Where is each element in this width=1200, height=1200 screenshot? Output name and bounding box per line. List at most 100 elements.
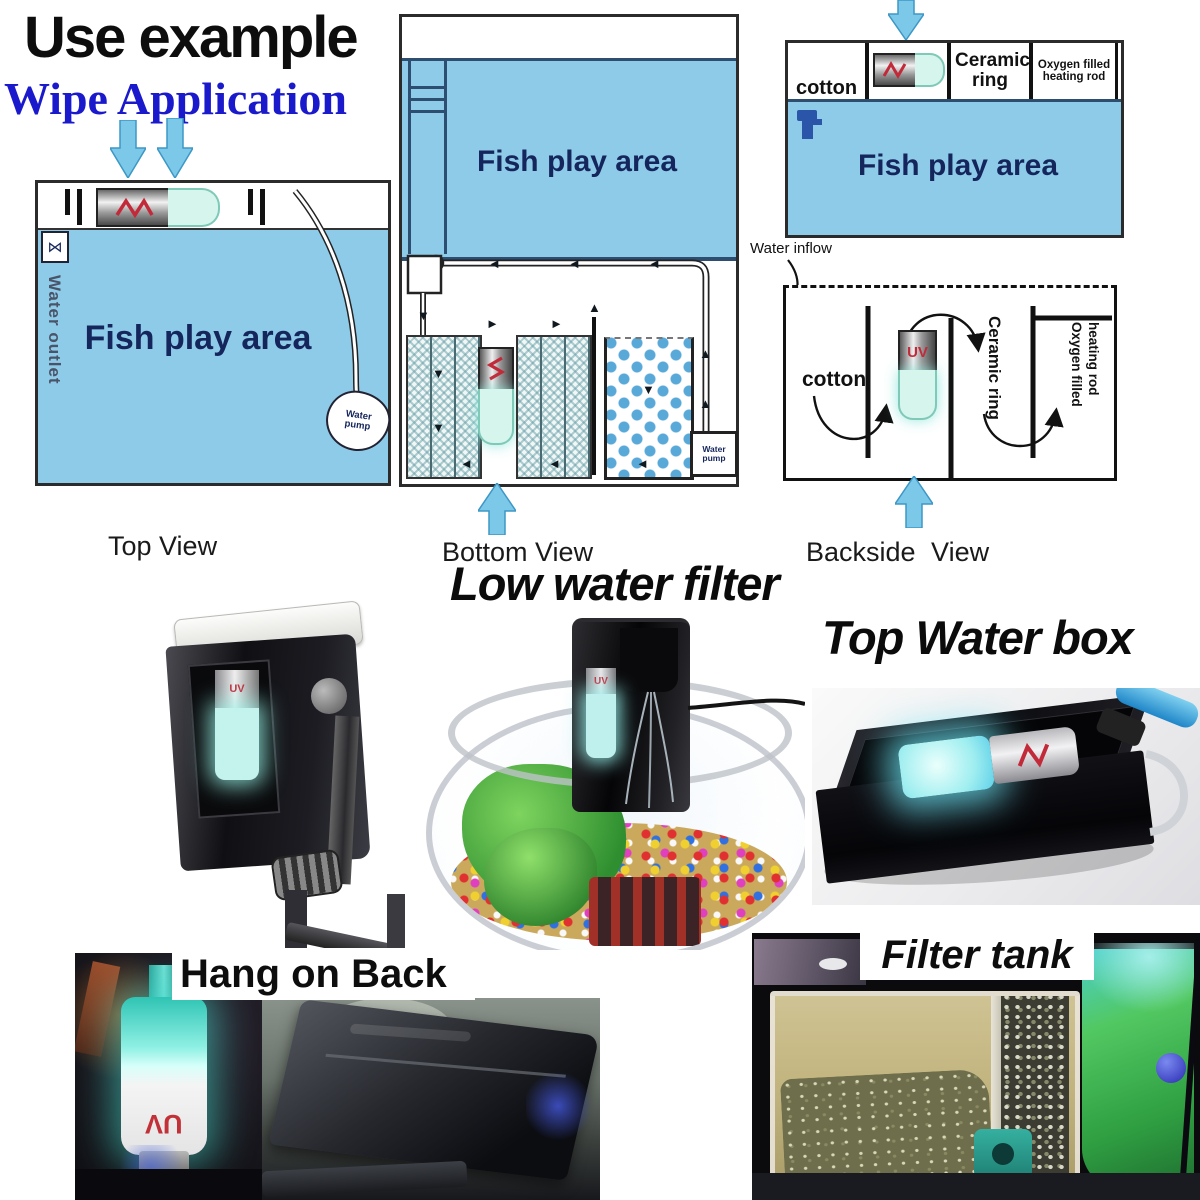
fish-bowl-photo: UV [420,612,805,950]
background-decor [754,939,866,985]
hang-on-back-title: Hang on Back [180,951,447,996]
page-title: Use example [24,5,359,70]
water-box-diagram: cotton Ceramic ring Oxygen filled heatin… [785,40,1124,238]
blue-ball [1156,1053,1186,1083]
bio-media-bag [1001,996,1069,1199]
backside-view-diagram: UV cotton Ceramic ring Oxygen filled hea… [783,285,1117,481]
water-pump-label: Water pump [702,443,726,463]
uv-lamp-icon [897,721,1093,804]
filter-cotton-block [406,335,482,479]
flow-arrow-icon: ◄ [460,456,473,471]
pipe [262,1160,468,1198]
down-arrow-icon [886,0,926,45]
top-view-caption: Top View [108,531,218,561]
intake-strainer [270,848,344,902]
water-pump-label: Water pump [343,407,373,433]
heating-rod-cell: Oxygen filled heating rod [1033,43,1118,99]
baffle [592,317,596,475]
mount-tick [65,189,70,215]
uv-lamp-icon: UV [586,668,616,694]
bowl-decor [589,877,702,947]
pump-icon [797,110,822,139]
uv-lamp-icon: UV [215,670,259,708]
mount-tick [77,189,82,225]
cyan-glow [1082,943,1194,1013]
uv-lamp-cell [869,43,951,99]
up-arrow-icon [893,474,935,533]
valve-glyph: ⋈ [47,239,63,256]
water-outlet-label: Water outlet [45,275,64,385]
flow-arrow-icon: ► [486,316,499,331]
flow-arrow-icon: ► [550,316,563,331]
ceramic-ring-cell: Ceramic ring [951,43,1033,99]
mount-tick [260,189,265,225]
flow-arrow-icon: ◄ [636,456,649,471]
hang-on-back-band: Hang on Back [172,948,475,1000]
flow-arrow-icon: ▼ [432,366,445,381]
low-water-filter-title: Low water filter [450,557,780,610]
filter-cotton-block [516,335,592,479]
cable-loop [1145,750,1188,836]
ceramic-ring-label: Ceramic ring [985,316,1004,420]
flow-arrow-icon: ▲ [699,346,712,361]
flow-arrow-icon: ◄ [488,256,501,271]
uv-label: UV [907,343,928,361]
flow-arrow-icon: ▲ [699,396,712,411]
water-pump-box: Water pump [690,431,738,477]
teal-fitting [974,1129,1032,1179]
aquarium-hood-photo [262,998,600,1200]
uv-glow [215,708,259,780]
flow-arrow-icon: ▼ [432,420,445,435]
heating-rod-label: Oxygen filled heating rod [1037,58,1111,83]
uv-glow [897,734,996,800]
lamp-metal [988,726,1081,785]
cotton-label: cotton [795,77,858,99]
bottom-view-caption: Bottom View [442,537,594,567]
ceramic-ring-block [604,337,694,480]
water-area [788,99,1121,235]
spout-notch [620,628,678,692]
flow-arrow-icon: ◄ [568,256,581,271]
flow-arrow-icon: ◄ [648,256,661,271]
bottom-view-diagram: Fish play area Water pump ◄ ◄ ◄ ▼ ▼ [399,14,739,487]
water-area [38,228,388,483]
water-area [402,58,736,261]
valve-icon: ⋈ [41,231,69,263]
pipework [406,254,710,431]
tube-knob [311,678,347,714]
top-water-box-photo [812,688,1200,905]
top-view-diagram: Water pump ⋈ Water outlet Fish play area [35,180,394,486]
page-subtitle: Wipe Application [4,73,347,124]
fish-play-area-label: Fish play area [84,319,312,357]
cotton-label: cotton [802,368,867,391]
hang-on-filter-photo: UV [135,598,405,955]
uv-glow [586,694,616,758]
intake-tube [387,894,405,952]
up-arrow-icon [476,481,518,540]
flow-arrow-icon: ▼ [642,382,655,397]
down-arrow-icon [108,119,148,183]
intake-column [408,58,447,254]
filter-tank-title: Filter tank [881,932,1073,977]
filter-tank-band: Filter tank [860,930,1094,980]
clear-filter-box [770,991,1080,1200]
ceramic-ring-label: Ceramic ring [955,50,1030,91]
floor [752,1173,1200,1200]
shelf [75,1169,262,1200]
top-water-box-title: Top Water box [822,611,1134,664]
flow-arrow-icon: ▼ [417,308,430,323]
aquarium-plant [484,828,597,927]
blue-light-glow [526,1064,590,1148]
fish-play-area-label: Fish play area [857,149,1059,182]
divider [991,996,1001,1199]
mount-tick [248,189,253,215]
fish-play-area-label: Fish play area [476,145,678,178]
uv-lamp-bottle: UV [121,997,207,1155]
heating-rod-label: Oxygen filled heating rod [1069,322,1101,407]
uv-label: UV [145,1109,183,1139]
filter-tank-photo [752,933,1200,1200]
backside-view-caption: Backside View [806,537,990,567]
cotton-cell: cotton [788,43,869,99]
flow-arrow-icon: ◄ [548,456,561,471]
